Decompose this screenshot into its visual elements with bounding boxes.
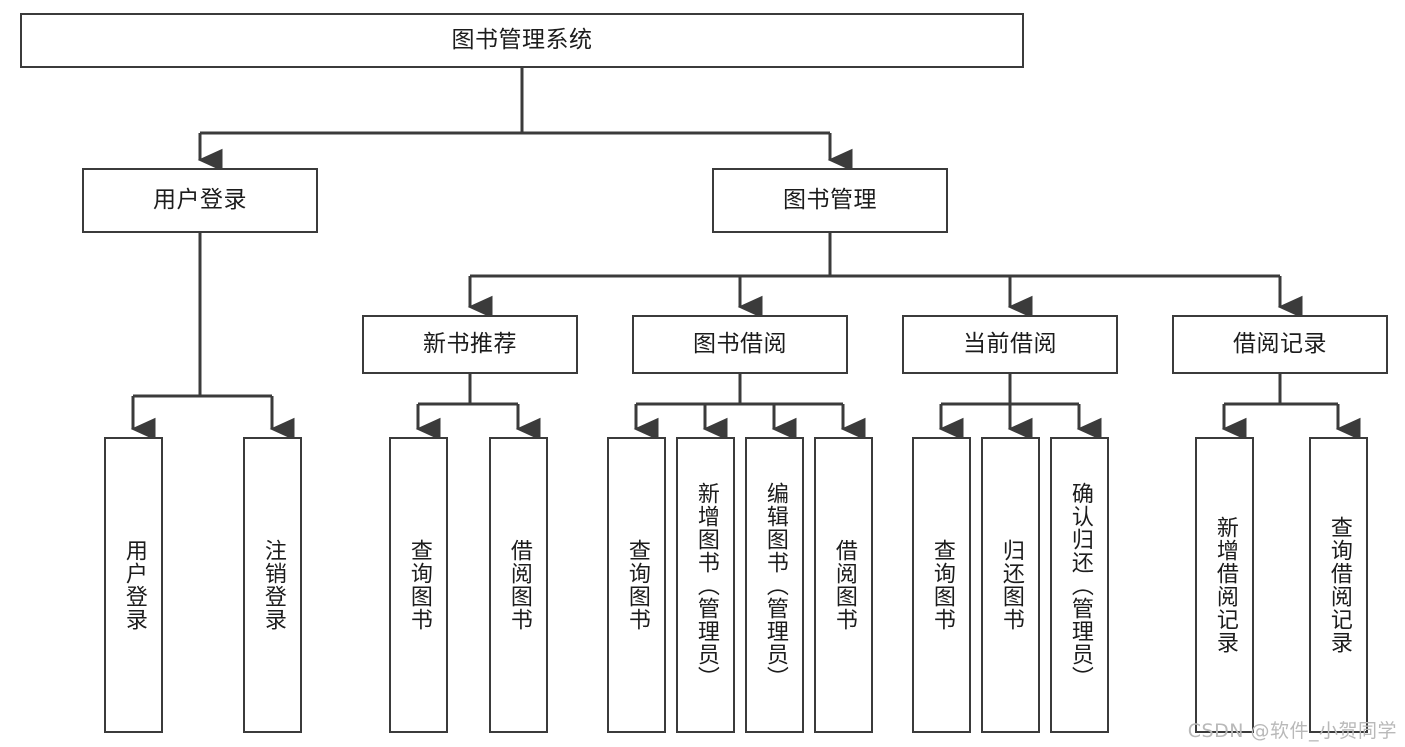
node-label: 图书管理系统 [451, 26, 593, 53]
leaf-label: 确认归还（管理员） [1067, 482, 1093, 689]
leaf-currentborrow-confirm-return[interactable]: 确认归还（管理员） [1050, 437, 1109, 733]
watermark-text: CSDN @软件_小贺同学 [1187, 720, 1397, 742]
leaf-label: 借阅图书 [506, 539, 532, 631]
leaf-label: 归还图书 [998, 539, 1024, 631]
node-root-system[interactable]: 图书管理系统 [20, 13, 1024, 68]
leaf-label: 新增图书（管理员） [693, 482, 719, 689]
node-book-management[interactable]: 图书管理 [712, 168, 948, 233]
leaf-label: 借阅图书 [831, 539, 857, 631]
node-label: 当前借阅 [963, 330, 1057, 357]
node-label: 新书推荐 [423, 330, 517, 357]
leaf-bookborrow-borrow-book[interactable]: 借阅图书 [814, 437, 873, 733]
leaf-logout[interactable]: 注销登录 [243, 437, 302, 733]
leaf-borrowrecord-add-record[interactable]: 新增借阅记录 [1195, 437, 1254, 733]
leaf-label: 查询借阅记录 [1326, 516, 1352, 654]
leaf-label: 查询图书 [929, 539, 955, 631]
node-user-login[interactable]: 用户登录 [82, 168, 318, 233]
node-new-book-recommend[interactable]: 新书推荐 [362, 315, 578, 374]
leaf-newbook-query-book[interactable]: 查询图书 [389, 437, 448, 733]
node-current-borrow[interactable]: 当前借阅 [902, 315, 1118, 374]
node-book-borrow[interactable]: 图书借阅 [632, 315, 848, 374]
leaf-borrowrecord-query-record[interactable]: 查询借阅记录 [1309, 437, 1368, 733]
leaf-currentborrow-query-book[interactable]: 查询图书 [912, 437, 971, 733]
node-label: 图书管理 [783, 186, 877, 213]
node-label: 图书借阅 [693, 330, 787, 357]
node-borrow-record[interactable]: 借阅记录 [1172, 315, 1388, 374]
leaf-bookborrow-add-book[interactable]: 新增图书（管理员） [676, 437, 735, 733]
leaf-label: 查询图书 [406, 539, 432, 631]
leaf-label: 用户登录 [121, 539, 147, 631]
leaf-currentborrow-return-book[interactable]: 归还图书 [981, 437, 1040, 733]
leaf-newbook-borrow-book[interactable]: 借阅图书 [489, 437, 548, 733]
leaf-user-login[interactable]: 用户登录 [104, 437, 163, 733]
leaf-label: 编辑图书（管理员） [762, 482, 788, 689]
leaf-label: 注销登录 [260, 539, 286, 631]
leaf-bookborrow-query-book[interactable]: 查询图书 [607, 437, 666, 733]
leaf-bookborrow-edit-book[interactable]: 编辑图书（管理员） [745, 437, 804, 733]
leaf-label: 新增借阅记录 [1212, 516, 1238, 654]
leaf-label: 查询图书 [624, 539, 650, 631]
node-label: 用户登录 [153, 186, 247, 213]
node-label: 借阅记录 [1233, 330, 1327, 357]
